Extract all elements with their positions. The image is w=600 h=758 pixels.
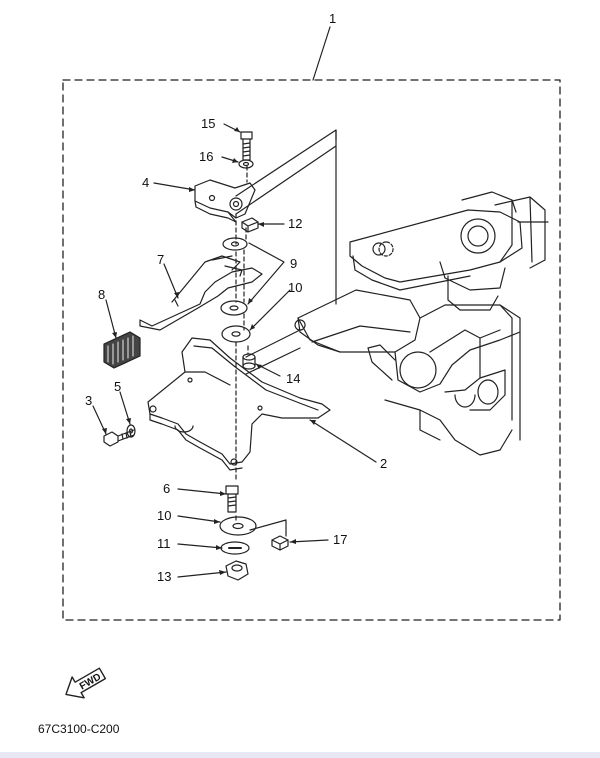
callout-15: 15 bbox=[201, 116, 216, 131]
callout-10-lower: 10 bbox=[157, 508, 172, 523]
bottom-strip bbox=[0, 752, 600, 758]
leader-9 bbox=[247, 242, 285, 305]
bolt-15 bbox=[240, 131, 253, 161]
leader-6 bbox=[177, 488, 227, 495]
callout-14: 14 bbox=[286, 371, 301, 386]
fwd-arrow-icon: FWD bbox=[65, 667, 107, 699]
leader-8 bbox=[105, 299, 117, 339]
washer-10-lower bbox=[219, 516, 257, 536]
bolt-6 bbox=[225, 485, 239, 513]
nut-17 bbox=[271, 535, 289, 551]
leader-1 bbox=[312, 26, 331, 81]
leader-4 bbox=[153, 182, 196, 191]
callout-11: 11 bbox=[157, 536, 171, 551]
leader-7 bbox=[163, 263, 179, 299]
callout-6: 6 bbox=[163, 481, 171, 496]
callout-10-upper: 10 bbox=[288, 280, 303, 295]
assembly-boundary bbox=[62, 79, 561, 621]
washer-9a bbox=[222, 237, 248, 251]
callout-7: 7 bbox=[157, 252, 165, 267]
leader-13 bbox=[177, 571, 227, 578]
callout-5: 5 bbox=[114, 379, 122, 394]
leader-17 bbox=[289, 539, 329, 543]
washer-5 bbox=[126, 424, 136, 438]
leader-11 bbox=[177, 543, 223, 549]
plate-2 bbox=[147, 337, 331, 471]
callout-13: 13 bbox=[157, 569, 172, 584]
washer-11 bbox=[220, 541, 250, 555]
callout-4: 4 bbox=[142, 175, 150, 190]
lever-7 bbox=[139, 255, 263, 331]
leader-10b bbox=[177, 515, 221, 523]
screw-3 bbox=[103, 429, 135, 447]
washer-16 bbox=[238, 159, 254, 169]
nut-13 bbox=[225, 560, 249, 581]
callout-2: 2 bbox=[380, 456, 388, 471]
grip-8 bbox=[103, 331, 141, 369]
callout-3: 3 bbox=[85, 393, 93, 408]
nut-12 bbox=[241, 217, 259, 233]
fwd-label: FWD bbox=[78, 672, 103, 693]
callout-17: 17 bbox=[333, 532, 348, 547]
washer-10-upper bbox=[221, 325, 251, 343]
callout-8: 8 bbox=[98, 287, 106, 302]
leader-2 bbox=[309, 419, 377, 463]
callout-9: 9 bbox=[290, 256, 298, 271]
callout-16: 16 bbox=[199, 149, 214, 164]
washer-9b bbox=[220, 300, 248, 316]
bracket-4 bbox=[194, 179, 256, 223]
callout-1: 1 bbox=[329, 11, 337, 26]
swivel-bracket bbox=[294, 191, 549, 456]
leader-10a bbox=[249, 289, 291, 331]
figure-code: 67C3100-C200 bbox=[38, 722, 120, 736]
callout-12: 12 bbox=[288, 216, 303, 231]
collar-14 bbox=[242, 353, 256, 370]
